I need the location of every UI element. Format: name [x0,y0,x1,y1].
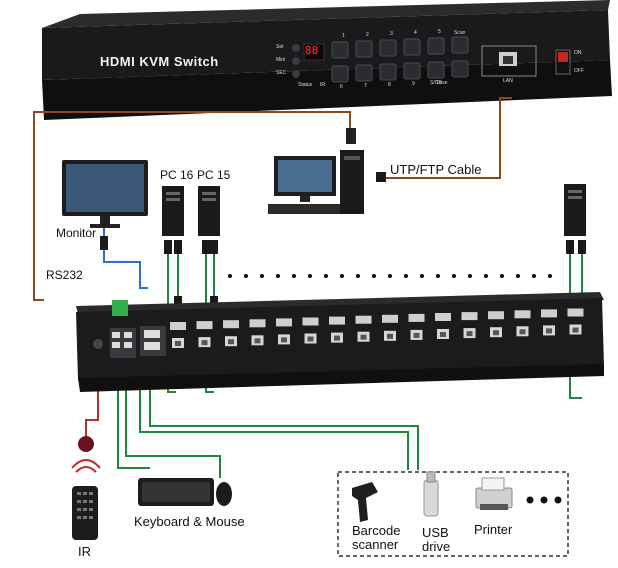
barcode-scanner-icon [352,482,378,522]
ir-receiver-icon [78,436,94,452]
barcode-scanner-label-line1: Barcode [352,523,401,538]
pc15-cable [205,248,214,393]
pc16-label: PC 16 [160,168,194,182]
usb-devices-box [337,471,569,557]
menu-buttons [292,44,300,78]
ir-cable [85,386,99,438]
kvm-switch-front [42,0,612,120]
barcode-scanner-label-line2: scanner [352,537,399,552]
ir-port-label: IR [320,82,325,88]
rs232-cable [33,111,351,301]
channel-port-block [170,322,186,348]
scan-label: Scan [454,30,466,36]
channel-number-5: 5 [438,29,441,35]
usb-drive-label-line2: drive [422,539,451,554]
utp-cable-label: UTP/FTP Cable [390,162,482,177]
channel-number-2: 2 [366,32,369,38]
monitor-cable [103,226,148,289]
mini-label: Mini [276,57,286,63]
close-label: S/Close [430,80,448,86]
keyboard-mouse-cable [117,386,150,469]
channel-port-block [249,319,266,346]
channel-port-block [355,315,372,342]
monitor-label: Monitor [56,226,97,240]
pc16-cable [167,248,176,393]
keyboard-icon [138,478,214,506]
monitor-icon [62,160,148,228]
channel-port-block [408,313,425,340]
barcode-scanner-label: Barcode scanner [352,524,400,552]
set-label: Set [276,44,284,50]
sec-label: SEC [276,70,287,76]
ir-label: IR [78,544,91,559]
ir-signal-icon [71,459,101,473]
channel-port-block [196,321,213,348]
channel-port-block [223,320,239,347]
usb-device-cable [139,386,409,470]
channel-port-block [541,309,557,336]
channel-number-1: 1 [342,33,345,39]
printer-icon [475,477,513,510]
channel-port-block [276,318,292,345]
switch-title: HDMI KVM Switch [100,54,219,69]
channel-port-block [435,313,451,339]
channel-port-block [514,310,531,337]
channel-port-block [382,314,398,341]
rear-channel-ports [170,308,584,348]
usb-drive-label-line1: USB [422,525,449,540]
on-label: ON [574,50,582,56]
channel-number-7: 7 [364,83,367,89]
channel-port-block [488,311,504,338]
status-label: Status [298,82,313,88]
usb-drive-label: USB drive [422,526,450,554]
more-devices-dots [526,496,562,504]
power-switch [555,49,571,75]
lan-port [481,45,537,77]
lan-label: LAN [503,78,513,84]
channel-port-block [302,317,319,344]
pc1-tower-icon [564,184,586,236]
channel-button-grid [331,36,469,83]
channel-port-block [329,316,345,343]
utp-ftp-cable [380,97,512,179]
channel-number-8: 8 [388,82,391,88]
channel-port-block [567,308,584,335]
channel-number-9: 9 [412,81,415,87]
channel-number-6: 6 [340,84,343,90]
connection-lines [33,97,583,478]
seven-segment-display [303,43,325,61]
mouse-icon [216,482,232,506]
pc16-tower-icon [162,186,184,236]
remote-control-icon [72,486,98,540]
channel-number-10: 10 [436,80,442,86]
rs232-terminal [112,300,128,316]
channel-number-3: 3 [390,31,393,37]
usb-drive-icon [423,471,439,517]
segment-display-value: 88 [305,44,319,57]
channel-number-4: 4 [414,30,417,36]
printer-label: Printer [474,522,513,537]
keyboard-mouse-label: Keyboard & Mouse [134,514,245,529]
off-label: OFF [574,68,584,74]
pc15-label: PC 15 [197,168,231,182]
pc15-tower-icon [198,186,220,236]
desktop-computer-icon [268,128,364,214]
rs232-label: RS232 [46,268,83,282]
channel-port-block [461,312,478,339]
more-pcs-dots [228,274,552,278]
